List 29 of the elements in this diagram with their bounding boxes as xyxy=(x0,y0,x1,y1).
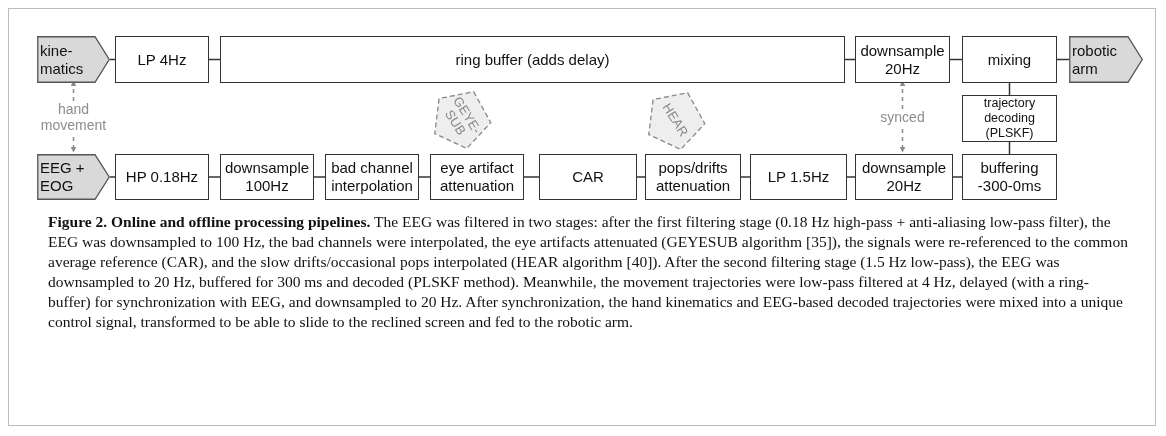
process-box: bad channel interpolation xyxy=(325,154,419,200)
process-box: downsample 100Hz xyxy=(220,154,314,200)
pentagon-arrow-shape: robotic arm xyxy=(1069,36,1143,83)
process-box: HP 0.18Hz xyxy=(115,154,209,200)
process-box: LP 1.5Hz xyxy=(750,154,847,200)
process-box: trajectory decoding (PLSKF) xyxy=(962,95,1057,142)
process-box: mixing xyxy=(962,36,1057,83)
connector-line xyxy=(740,176,751,178)
connector-line xyxy=(313,176,326,178)
connector-line xyxy=(636,176,646,178)
process-box: downsample 20Hz xyxy=(855,36,950,83)
connector-line xyxy=(952,176,963,178)
connector-line xyxy=(109,176,116,178)
process-box: CAR xyxy=(539,154,637,200)
pentagon-arrow-shape: kine- matics xyxy=(37,36,110,83)
process-box: ring buffer (adds delay) xyxy=(220,36,845,83)
connector-line xyxy=(523,176,540,178)
process-box: pops/drifts attenuation xyxy=(645,154,741,200)
process-box: eye artifact attenuation xyxy=(430,154,524,200)
edge-label: synced xyxy=(879,108,926,125)
pentagon-arrow-shape: EEG + EOG xyxy=(37,154,110,200)
connector-line xyxy=(109,58,116,61)
figure-caption: Figure 2. Online and offline processing pipelines. The EEG was filtered in two stages: after the first filtering stage (0.18 Hz high-pass + anti-aliasing low-pass filter), the EEG was downsampled to 100 Hz, the bad channels were interpolated, the eye artifacts attenuated (GEYESUB algorithm [35]), the signals were re-referenced to the common average reference (CAR), and the slow drifts/occasional pops interpolated (HEAR algorithm [40]). After the second filtering stage (1.5 Hz low-pass), the EEG was downsampled to 20 Hz, buffered for 300 ms and decoded (PLSKF method). Meanwhile, the movement trajectories were low-pass filtered at 4 Hz, delayed (with a ring-buffer) for synchronization with EEG, and downsampled to 20 Hz. After synchronization, the hand kinematics and EEG-based decoded trajectories were mixed into a unique control signal, transformed to be able to slide to the reclined screen and fed to the robotic arm. xyxy=(48,212,1128,332)
connector-line xyxy=(208,176,221,178)
connector-line xyxy=(846,176,856,178)
process-box: downsample 20Hz xyxy=(855,154,953,200)
process-box: LP 4Hz xyxy=(115,36,209,83)
process-box: buffering -300-0ms xyxy=(962,154,1057,200)
connector-line xyxy=(418,176,431,178)
